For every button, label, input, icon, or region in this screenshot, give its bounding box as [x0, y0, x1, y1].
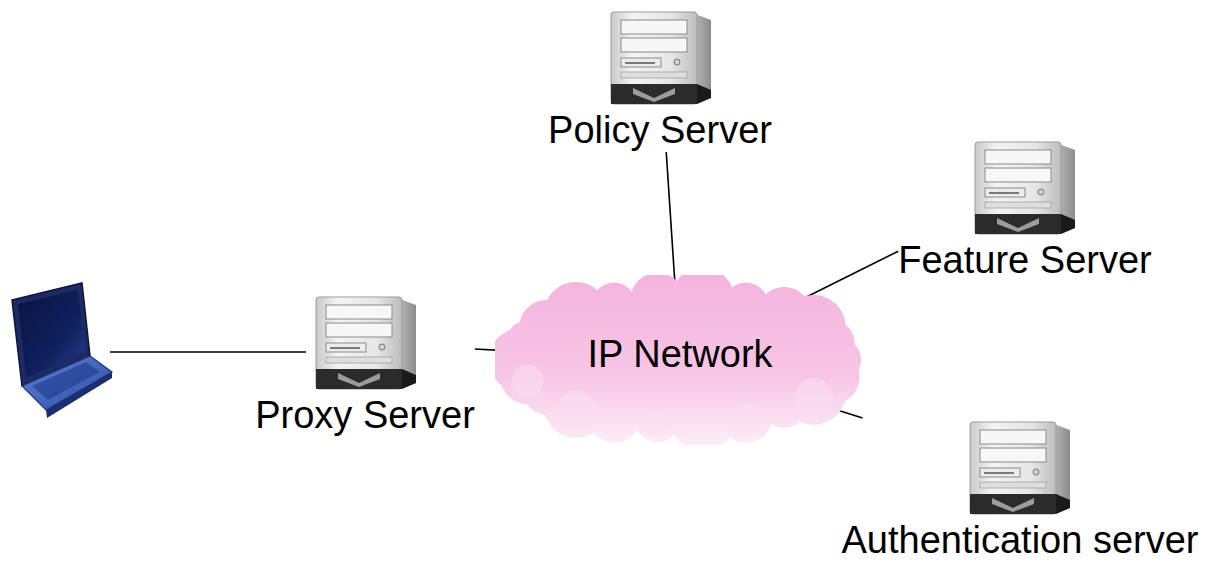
- server-icon: [962, 418, 1077, 518]
- server-label: Feature Server: [898, 238, 1151, 282]
- cloud-bump: [635, 398, 679, 442]
- server-label: Policy Server: [548, 108, 772, 152]
- server-node: Authentication server: [842, 418, 1199, 561]
- server-icon: [603, 8, 718, 108]
- cloud-bump: [811, 321, 855, 365]
- laptop-illustration: [12, 283, 112, 418]
- cloud-bump: [592, 283, 636, 327]
- server-icon-shape: [975, 142, 1075, 234]
- cloud-highlight-bump: [557, 391, 595, 429]
- cloud-highlight-bump: [795, 378, 833, 416]
- server-label: Proxy Server: [255, 393, 475, 437]
- laptop-edge: [46, 372, 112, 418]
- server-icon-shape: [611, 12, 711, 104]
- network-cloud: IP Network: [495, 275, 865, 445]
- server-node: Proxy Server: [255, 293, 475, 437]
- cloud-highlight: [511, 365, 833, 438]
- cloud-highlight-bump: [511, 365, 543, 397]
- server-label: Authentication server: [842, 518, 1199, 561]
- server-node: Feature Server: [898, 138, 1151, 282]
- laptop-wire: [110, 351, 306, 353]
- server-icon: [967, 138, 1082, 238]
- server-node: Policy Server: [548, 8, 772, 152]
- server-icon-shape: [970, 422, 1070, 514]
- server-icon: [308, 293, 423, 393]
- laptop-keys: [32, 362, 100, 400]
- network-link: [800, 251, 898, 300]
- network-label: IP Network: [495, 332, 865, 376]
- server-icon-shape: [316, 297, 416, 389]
- cloud-highlight-bump: [730, 403, 762, 435]
- cloud-bump: [671, 388, 735, 445]
- cloud-highlight-bump: [644, 411, 670, 437]
